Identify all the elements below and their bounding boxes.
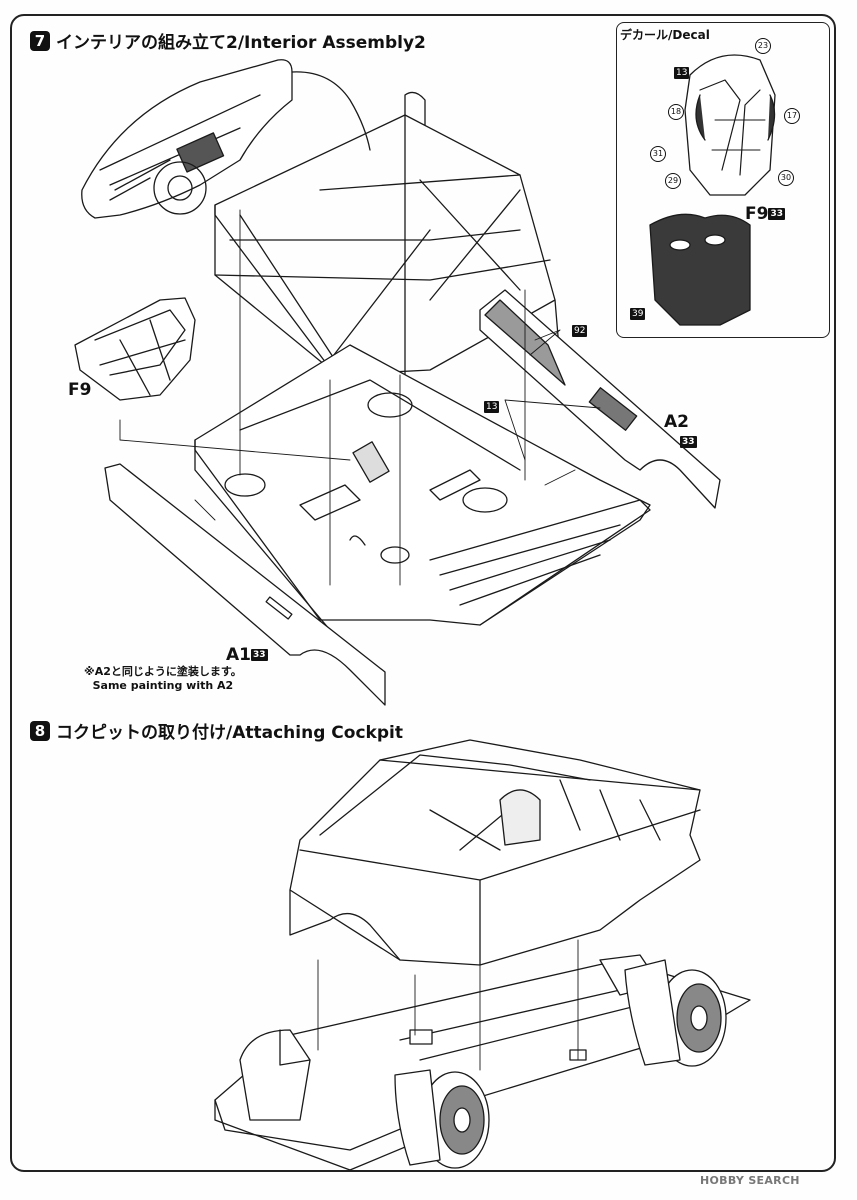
step-7-title: インテリアの組み立て2/Interior Assembly2	[56, 33, 426, 53]
painting-note: ※A2と同じように塗装します。 Same painting with A2	[84, 665, 242, 693]
side-panel-a1	[105, 464, 385, 705]
painting-note-jp: ※A2と同じように塗装します。	[84, 665, 242, 678]
decal-number-13: 13	[674, 66, 690, 79]
guide-lines-step8	[318, 940, 578, 1070]
step-8-header: 8 コクピットの取り付け/Attaching Cockpit	[30, 718, 403, 743]
painting-note-en: Same painting with A2	[92, 679, 234, 692]
decal-number-30: 30	[778, 170, 794, 186]
seat-back-color-code: 39	[630, 307, 646, 320]
decal-seat-front	[685, 55, 775, 195]
seat-label-f9: F9	[68, 380, 92, 400]
cockpit-body-part	[290, 740, 700, 965]
dashboard-part	[82, 60, 370, 218]
step-7-header: 7 インテリアの組み立て2/Interior Assembly2	[30, 28, 426, 53]
seat-part-f9	[75, 298, 195, 400]
decal-number-18: 18	[668, 104, 684, 120]
decal-panel-title: デカール/Decal	[620, 28, 710, 42]
floor-part	[195, 345, 650, 630]
decal-number-17: 17	[784, 108, 800, 124]
decal-number-23: 23	[755, 38, 771, 54]
floor-color-code: 13	[484, 400, 500, 413]
page-frame	[10, 14, 836, 1172]
guide-lines-step7	[120, 210, 600, 585]
front-wheel	[395, 1070, 489, 1168]
decal-number-29: 29	[665, 173, 681, 189]
step-8-title: コクピットの取り付け/Attaching Cockpit	[56, 723, 403, 743]
panel-color-code: 92	[572, 324, 588, 337]
step-8-number: 8	[30, 720, 50, 741]
decal-number-31: 31	[650, 146, 666, 162]
rear-wheel	[625, 960, 726, 1066]
decal-panel	[616, 22, 830, 338]
watermark-text: HOBBY SEARCH	[700, 1174, 800, 1187]
decal-seat-back	[650, 214, 750, 325]
step-7-number: 7	[30, 30, 50, 51]
